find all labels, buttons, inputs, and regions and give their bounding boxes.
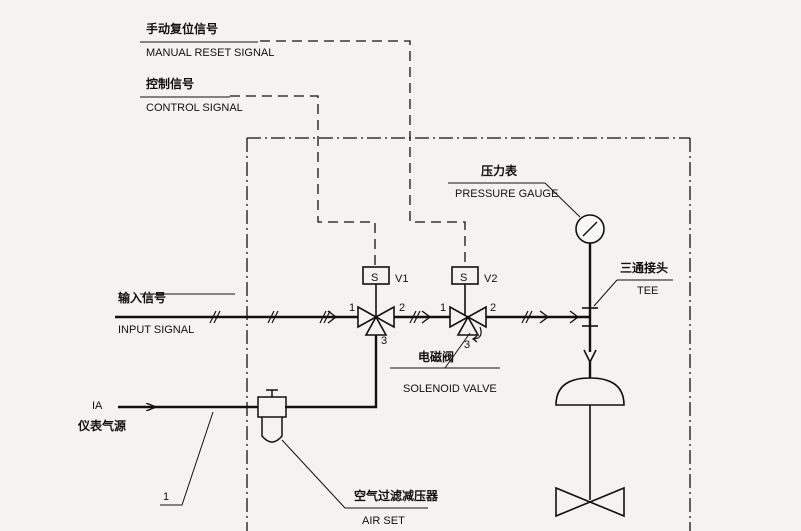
solenoid-valve-cn: 电磁阀 [418, 349, 454, 364]
v1-port-1: 1 [349, 302, 355, 314]
pressure-gauge-en: PRESSURE GAUGE [455, 188, 558, 200]
v2-port-1: 1 [440, 302, 446, 314]
v1-port-3: 3 [381, 335, 387, 347]
control-signal-line [230, 95, 376, 267]
tee-cn: 三通接头 [620, 260, 668, 275]
manual-reset-signal-line [260, 40, 466, 267]
v2-port-3: 3 [464, 339, 470, 351]
supply-line [118, 335, 378, 407]
v2-coil-label: S [460, 272, 467, 284]
air-set [257, 389, 287, 443]
v2-port-2: 2 [490, 302, 496, 314]
callout-number: 1 [163, 491, 169, 503]
signal-lines [230, 40, 466, 267]
air-set-en: AIR SET [362, 515, 405, 527]
control-valve-actuator [555, 377, 625, 518]
pressure-gauge [575, 214, 605, 317]
tee-en: TEE [637, 285, 658, 297]
v1-coil-label: S [371, 272, 378, 284]
leader-lines [160, 182, 618, 509]
input-signal-en: INPUT SIGNAL [118, 324, 194, 336]
pressure-gauge-cn: 压力表 [481, 163, 518, 178]
v2-tag: V2 [484, 273, 497, 285]
solenoid-valve-v1 [357, 266, 395, 336]
solenoid-valve-v2 [449, 266, 487, 343]
input-signal-line [115, 310, 590, 324]
supply-cn: 仪表气源 [77, 418, 126, 433]
input-signal-cn: 输入信号 [118, 290, 166, 305]
v1-port-2: 2 [399, 302, 405, 314]
actuator-feed-line [583, 317, 597, 378]
control-signal-en: CONTROL SIGNAL [146, 102, 243, 114]
manual-reset-signal-cn: 手动复位信号 [146, 21, 218, 36]
air-set-cn: 空气过滤减压器 [354, 488, 439, 503]
package-boundary [246, 137, 691, 531]
v1-tag: V1 [395, 273, 408, 285]
manual-reset-signal-en: MANUAL RESET SIGNAL [146, 47, 274, 59]
supply-tag: IA [92, 400, 103, 412]
control-signal-cn: 控制信号 [146, 76, 194, 91]
solenoid-valve-en: SOLENOID VALVE [403, 383, 497, 395]
